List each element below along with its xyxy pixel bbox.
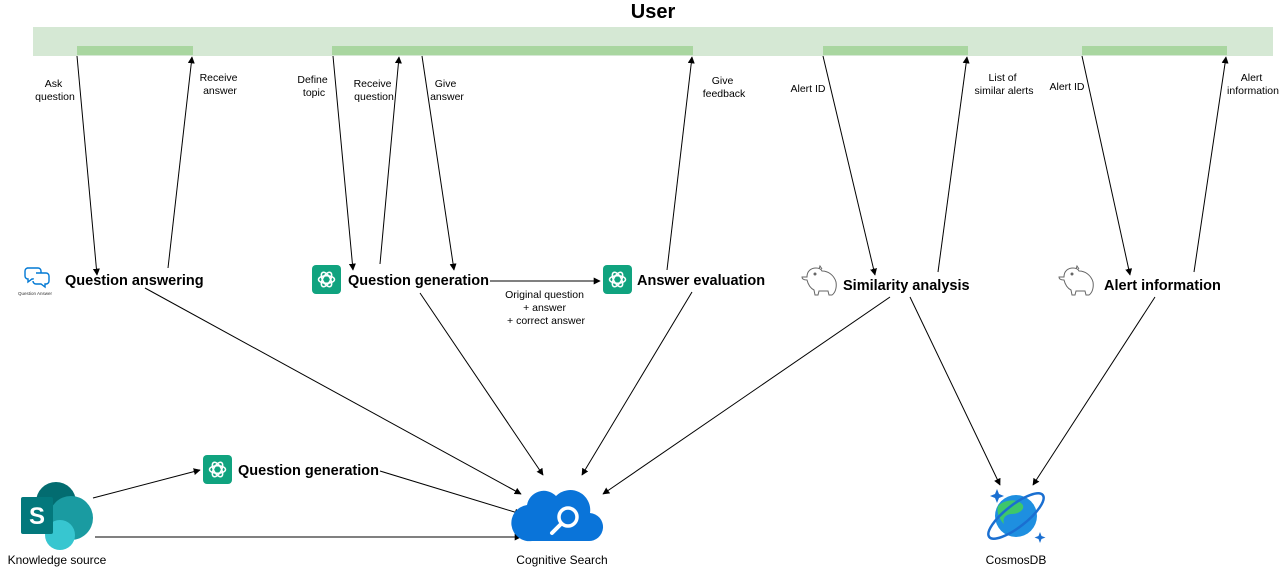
edge-give-answer: [421, 55, 457, 271]
question-answering-title: Question answering: [65, 273, 204, 289]
answer-evaluation-title: Answer evaluation: [637, 273, 765, 289]
node-alert-information: Alert information: [1058, 264, 1221, 296]
capybara-icon: [1058, 264, 1094, 296]
label-list-similar-alerts: List of similar alerts: [975, 72, 1034, 97]
edge-evaluation-to-search: [581, 291, 693, 476]
edges: [76, 55, 1229, 541]
user-segment-qg: [332, 46, 693, 55]
sharepoint-icon: S: [21, 482, 93, 550]
edge-define-topic: [332, 55, 356, 271]
label-ask-question: Ask question: [35, 78, 75, 103]
label-alert-id-information: Alert ID: [1049, 81, 1084, 93]
question-answering-icon: Question Answer: [18, 267, 53, 296]
capybara-icon: [801, 264, 837, 296]
edge-qg-to-search: [419, 292, 544, 476]
cosmosdb-caption: CosmosDB: [986, 553, 1047, 567]
cognitive-search-icon: [511, 490, 604, 542]
edge-alert-information: [1193, 56, 1229, 273]
label-qg-to-evaluation: Original question + answer + correct ans…: [505, 289, 587, 327]
question-generation-title: Question generation: [348, 273, 489, 289]
edge-alert-id-similarity: [822, 55, 877, 276]
question-answering-icon-caption: Question Answer: [18, 291, 53, 296]
edge-give-feedback: [666, 56, 695, 271]
edge-list-similar-alerts: [937, 56, 970, 273]
edge-qa-to-search: [144, 287, 522, 495]
label-alert-information: Alert information: [1227, 72, 1279, 97]
label-give-answer: Give answer: [430, 78, 464, 103]
user-title: User: [631, 1, 676, 23]
edge-qg2-to-search: [379, 470, 522, 516]
user-segment-alert: [1082, 46, 1227, 55]
user-segment-qa: [77, 46, 193, 55]
alert-information-title: Alert information: [1104, 278, 1221, 294]
node-question-generation-bottom: Question generation: [203, 455, 379, 484]
edge-receive-question: [379, 56, 402, 265]
cognitive-search-caption: Cognitive Search: [516, 553, 607, 567]
edge-ask-question: [76, 55, 100, 276]
openai-icon: [203, 455, 232, 484]
cosmosdb-icon: [987, 489, 1046, 543]
node-question-generation-top: Question generation: [312, 265, 489, 294]
question-generation-bottom-title: Question generation: [238, 463, 379, 479]
similarity-analysis-title: Similarity analysis: [843, 278, 970, 294]
node-knowledge-source: S Knowledge source: [8, 482, 107, 567]
node-question-answering: Question Answer Question answering: [18, 267, 204, 296]
user-lane: User: [33, 1, 1273, 56]
node-similarity-analysis: Similarity analysis: [801, 264, 970, 296]
node-cosmosdb: CosmosDB: [986, 489, 1047, 567]
label-alert-id-similarity: Alert ID: [790, 83, 825, 95]
knowledge-source-caption: Knowledge source: [8, 553, 107, 567]
edge-receive-answer: [167, 56, 195, 269]
label-receive-answer: Receive answer: [200, 72, 241, 97]
edge-labels: Ask question Receive answer Define topic…: [35, 72, 1279, 327]
openai-icon: [312, 265, 341, 294]
openai-icon: [603, 265, 632, 294]
label-give-feedback: Give feedback: [703, 75, 746, 100]
node-answer-evaluation: Answer evaluation: [603, 265, 765, 294]
edge-alert-to-cosmos: [1032, 296, 1156, 486]
edge-similarity-to-search: [602, 296, 891, 495]
edge-knowledge-to-qg2: [92, 468, 201, 499]
svg-text:S: S: [29, 503, 45, 530]
label-receive-question: Receive question: [354, 78, 395, 103]
edge-alert-id-information: [1081, 55, 1133, 276]
node-cognitive-search: Cognitive Search: [511, 490, 608, 567]
user-segment-similarity: [823, 46, 968, 55]
label-define-topic: Define topic: [297, 74, 330, 99]
edge-similarity-to-cosmos: [909, 296, 1001, 486]
